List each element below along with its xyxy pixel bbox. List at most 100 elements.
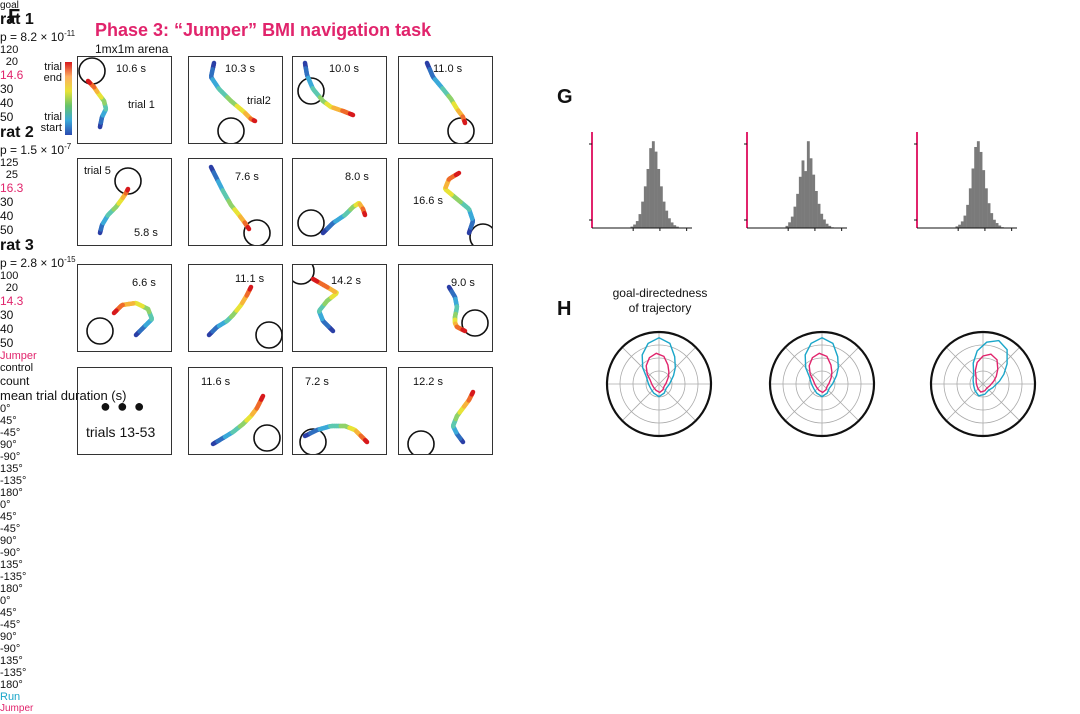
p-value-base: p = 2.8 × 10 [0, 256, 64, 270]
trial-duration: 7.2 s [305, 376, 329, 388]
histogram-bar [972, 168, 975, 228]
polar-plot [921, 322, 1045, 446]
jumper-legend: Jumper [0, 703, 1080, 714]
histogram-bar [961, 221, 964, 228]
angle-label: -90° [0, 643, 1080, 655]
histogram-bar [807, 141, 810, 228]
goal-circle [470, 224, 493, 246]
histogram-bar [969, 188, 972, 228]
histogram-bar [818, 204, 821, 228]
goal-circle [256, 322, 282, 348]
histogram-bar [647, 169, 650, 228]
trajectory-tile: 7.2 s [292, 367, 387, 455]
goal-circle [218, 118, 244, 144]
p-value-exponent: -7 [64, 142, 71, 151]
histogram-bar [633, 225, 636, 228]
trajectory-path [78, 265, 172, 352]
trajectory-tile: 11.1 s [188, 264, 283, 352]
histogram [895, 118, 1025, 248]
histogram-bar [639, 214, 642, 228]
trajectory-tile: 11.6 s [188, 367, 283, 455]
trial-duration: 11.6 s [201, 376, 230, 388]
trajectory-tile: 8.0 s [292, 158, 387, 246]
histogram-bar [964, 216, 967, 228]
arena-label: 1mx1m arena [95, 42, 168, 56]
trial-duration: 14.2 s [331, 275, 361, 287]
histogram-bar [990, 213, 993, 228]
p-value-base: p = 8.2 × 10 [0, 30, 64, 44]
y-tick-label: 125 [0, 157, 18, 169]
trajectory-tile: 14.2 s [292, 264, 387, 352]
histogram-bar [665, 211, 668, 228]
trial-duration: 11.0 s [433, 63, 462, 75]
angle-label: 180° [0, 679, 1080, 691]
histogram-bar [644, 186, 647, 228]
angle-label: -135° [0, 667, 1080, 679]
trial-duration: 12.2 s [413, 376, 443, 388]
y-tick-label: 20 [0, 282, 18, 294]
goal-circle [87, 318, 113, 344]
histogram-bar [823, 219, 826, 228]
colorbar [65, 62, 72, 135]
histogram-bar [663, 202, 666, 228]
y-tick-label: 20 [0, 56, 18, 68]
trial-label: trials 13-53 [86, 424, 155, 440]
histogram-bar [636, 221, 639, 228]
histogram-bar [810, 158, 813, 228]
histogram-bar [668, 218, 671, 228]
histogram-bar [802, 160, 805, 228]
histogram-bar [660, 186, 663, 228]
histogram-bar [985, 188, 988, 228]
trial-label: trial 1 [128, 99, 155, 111]
angle-label: 135° [0, 463, 1080, 475]
histogram-bar [791, 217, 794, 228]
y-tick-label: 25 [0, 169, 18, 181]
histogram-bar [804, 171, 807, 228]
panel-letter-g: G [557, 86, 573, 109]
histogram-bar [812, 175, 815, 228]
panel-f-title: Phase 3: “Jumper” BMI navigation task [95, 20, 431, 41]
run-legend: Run [0, 691, 1080, 703]
angle-label: -90° [0, 547, 1080, 559]
trial-duration: 5.8 s [134, 227, 158, 239]
panel-h-title: goal-directedness of trajectory [600, 286, 720, 316]
trial-duration: 6.6 s [132, 277, 156, 289]
y-tick-label: 100 [0, 270, 18, 282]
goal-circle [79, 58, 105, 84]
trajectory-tile: 7.6 s [188, 158, 283, 246]
trajectory-tile: ●●●trials 13-53 [77, 367, 172, 455]
polar-plot [597, 322, 721, 446]
angle-label: -135° [0, 475, 1080, 487]
p-value-base: p = 1.5 × 10 [0, 143, 64, 157]
y-tick-label: 120 [0, 44, 18, 56]
histogram-bar [982, 170, 985, 228]
histogram-bar [820, 214, 823, 228]
angle-label: 135° [0, 655, 1080, 667]
histogram-bar [993, 220, 996, 228]
histogram-bar [788, 222, 791, 228]
trajectory-tile: 6.6 s [77, 264, 172, 352]
trial-duration: 11.1 s [235, 273, 264, 285]
histogram-bar [974, 147, 977, 228]
angle-label: 90° [0, 631, 1080, 643]
histogram-bar [652, 141, 655, 228]
goal-circle [254, 425, 280, 451]
panel-letter-f: F [8, 6, 20, 29]
histogram-bar [655, 152, 658, 228]
angle-label: 45° [0, 511, 1080, 523]
histogram-bar [649, 148, 652, 228]
angle-label: -45° [0, 523, 1080, 535]
panel-letter-h: H [557, 298, 571, 321]
trial-duration: 8.0 s [345, 171, 369, 183]
colorbar-top-label: trial end [30, 62, 62, 84]
angle-label: 180° [0, 583, 1080, 595]
angle-label: -135° [0, 571, 1080, 583]
histogram-bar [977, 141, 980, 228]
goal-label: goal [0, 0, 1080, 11]
goal-circle [298, 210, 324, 236]
goal-circle [448, 118, 474, 144]
